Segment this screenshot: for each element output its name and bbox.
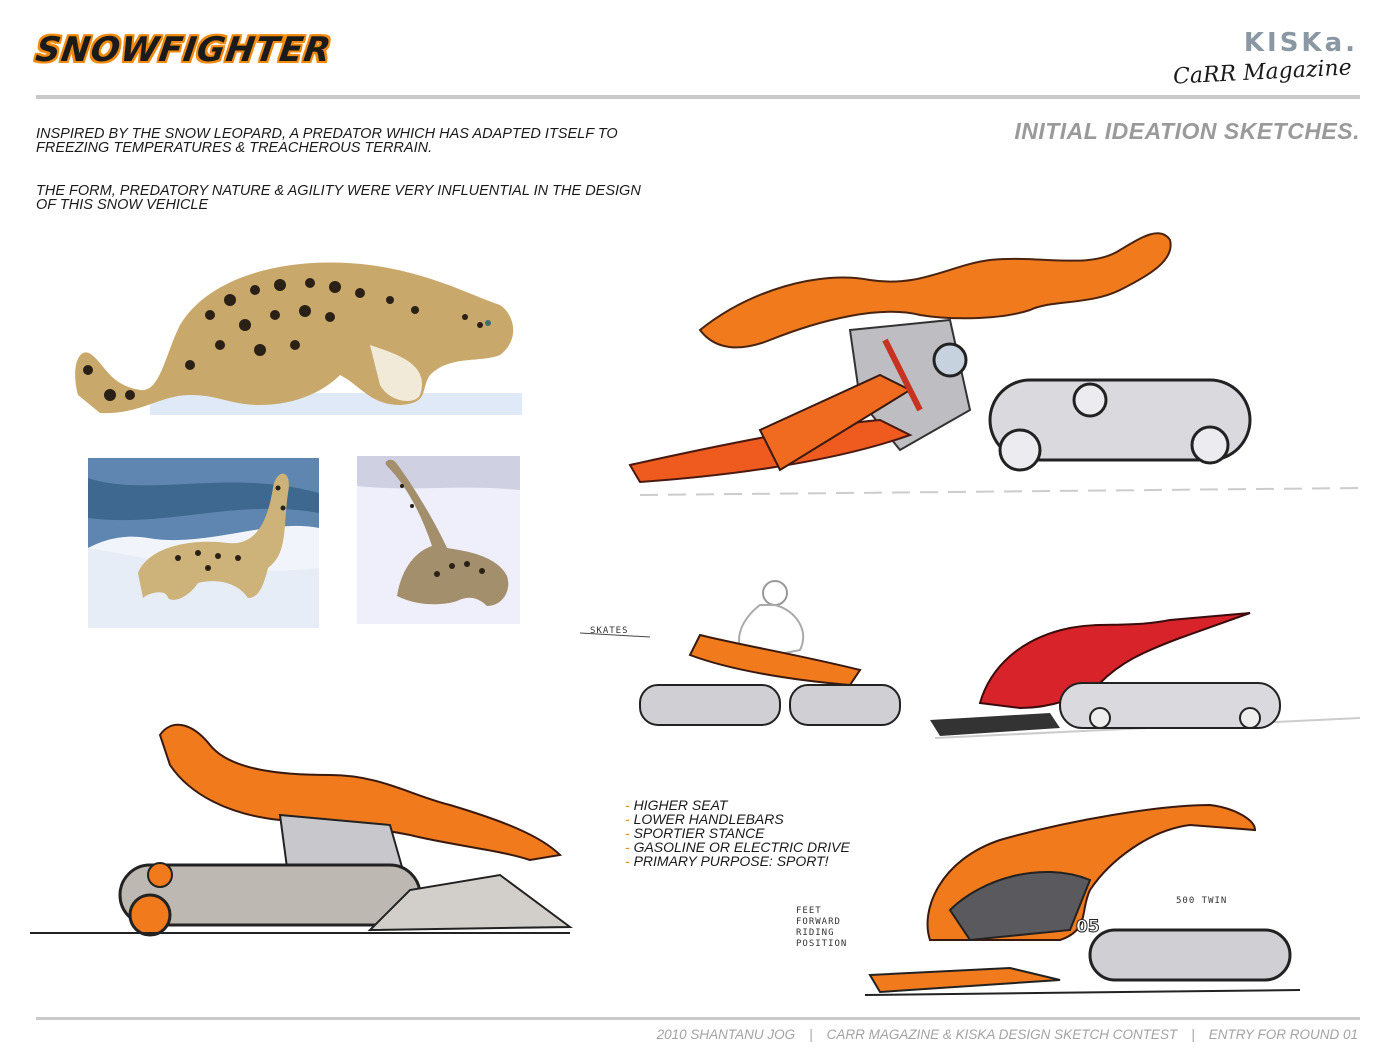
annotation-engine: 500 TWIN <box>1176 896 1228 906</box>
footer-contest: CARR MAGAZINE & KISKA DESIGN SKETCH CONT… <box>826 1027 1178 1042</box>
sketch-rider-vehicle <box>560 575 910 745</box>
footer-round: ENTRY FOR ROUND 01 <box>1208 1027 1358 1042</box>
intro-paragraph-2: THE FORM, PREDATORY NATURE & AGILITY WER… <box>36 183 641 213</box>
annotation-skates: SKATES <box>590 626 629 636</box>
list-item: SPORTIER STANCE <box>625 826 850 840</box>
design-notes-list: HIGHER SEAT LOWER HANDLEBARS SPORTIER ST… <box>625 798 850 868</box>
sketch-red-vehicle <box>930 608 1370 748</box>
list-item: PRIMARY PURPOSE: SPORT! <box>625 854 850 868</box>
header-divider <box>36 95 1360 99</box>
carr-magazine-logo: CaRR Magazine <box>1172 55 1353 90</box>
footer-credits: 2010 SHANTANU JOG | CARR MAGAZINE & KISKA … <box>657 1027 1358 1042</box>
kiska-logo: KISKa. <box>1243 28 1358 58</box>
sketch-orange-side-vehicle <box>30 715 580 945</box>
footer-separator: | <box>1191 1027 1195 1042</box>
snowfighter-logo: SNOWFIGHTER <box>33 30 334 70</box>
vehicle-number: 05 <box>1076 917 1101 938</box>
list-item: GASOLINE OR ELECTRIC DRIVE <box>625 840 850 854</box>
sketch-cockpit-vehicle <box>860 800 1310 1000</box>
snow-leopard-photo-main <box>70 245 522 420</box>
footer-author: 2010 SHANTANU JOG <box>656 1027 796 1042</box>
snow-leopard-photo-left <box>88 458 319 628</box>
section-title: INITIAL IDEATION SKETCHES. <box>1014 118 1360 144</box>
footer-divider <box>36 1017 1360 1020</box>
footer-separator: | <box>809 1027 813 1042</box>
snow-leopard-photo-right <box>357 456 520 624</box>
annotation-feet-forward: FEET FORWARD RIDING POSITION <box>796 906 848 949</box>
list-item: HIGHER SEAT <box>625 798 850 812</box>
list-item: LOWER HANDLEBARS <box>625 812 850 826</box>
sketch-main-vehicle <box>620 220 1380 520</box>
intro-paragraph-1: INSPIRED BY THE SNOW LEOPARD, A PREDATOR… <box>36 126 618 156</box>
